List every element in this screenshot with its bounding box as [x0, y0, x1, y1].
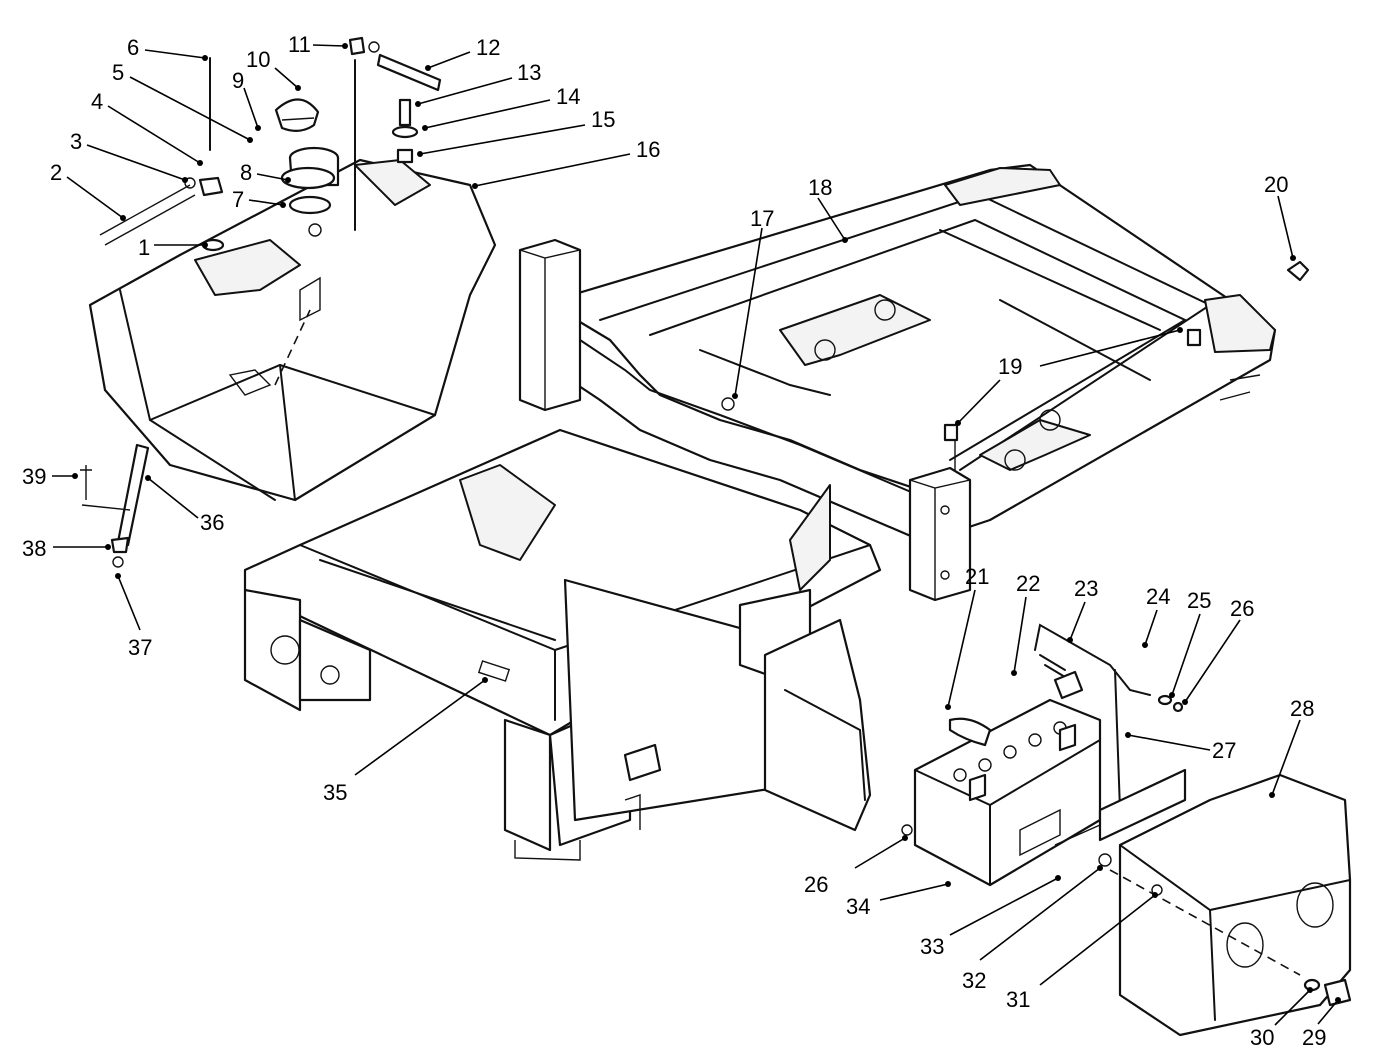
callout-29: 29: [1302, 1025, 1326, 1050]
callout-22: 22: [1016, 571, 1040, 596]
callout-19: 19: [998, 354, 1022, 379]
callout-26-lower: 26: [804, 872, 828, 897]
tank-strap: [80, 443, 150, 554]
front-frame: [243, 428, 882, 861]
callout-12: 12: [476, 35, 500, 60]
callout-11: 11: [288, 32, 311, 57]
callout-13: 13: [517, 60, 541, 85]
callout-36: 36: [200, 510, 224, 535]
callout-24: 24: [1146, 584, 1170, 609]
callout-26: 26: [1230, 596, 1254, 621]
callout-5: 5: [112, 60, 124, 85]
fuel-tank: [88, 158, 497, 502]
callout-18: 18: [808, 175, 832, 200]
battery-cover: [1109, 773, 1352, 1037]
callout-37: 37: [128, 635, 152, 660]
callout-14: 14: [556, 84, 580, 109]
battery: [913, 698, 1102, 887]
callout-1: 1: [138, 235, 150, 260]
callout-3: 3: [70, 129, 82, 154]
callout-7: 7: [232, 187, 244, 212]
callout-30: 30: [1250, 1025, 1274, 1050]
callout-35: 35: [323, 780, 347, 805]
callout-21: 21: [965, 564, 989, 589]
callout-10: 10: [246, 47, 270, 72]
callout-27: 27: [1212, 738, 1236, 763]
callout-15: 15: [591, 107, 615, 132]
frame-posts: [518, 238, 972, 602]
callout-17: 17: [750, 206, 774, 231]
callout-8: 8: [240, 160, 252, 185]
callout-32: 32: [962, 968, 986, 993]
battery-hardware: [901, 623, 1187, 867]
callout-6: 6: [127, 35, 139, 60]
callout-33: 33: [920, 934, 944, 959]
callout-9: 9: [232, 68, 244, 93]
battery-tray: [763, 618, 872, 832]
callout-39: 39: [22, 464, 46, 489]
callout-28: 28: [1290, 696, 1314, 721]
callout-layer: 1 2 3 4 5 6 7 8 9 10 11 12 13 14 15 16 1…: [22, 32, 1341, 1050]
callout-4: 4: [91, 89, 103, 114]
callout-38: 38: [22, 536, 46, 561]
callout-34: 34: [846, 894, 870, 919]
callout-31: 31: [1006, 987, 1030, 1012]
callout-20: 20: [1264, 172, 1288, 197]
callout-25: 25: [1187, 588, 1211, 613]
callout-23: 23: [1074, 576, 1098, 601]
fuel-cap-assembly: [99, 36, 442, 252]
callout-2: 2: [50, 160, 62, 185]
drawing-layer: [80, 36, 1352, 1037]
callout-16: 16: [636, 137, 660, 162]
loose-hardware: [112, 260, 1310, 568]
